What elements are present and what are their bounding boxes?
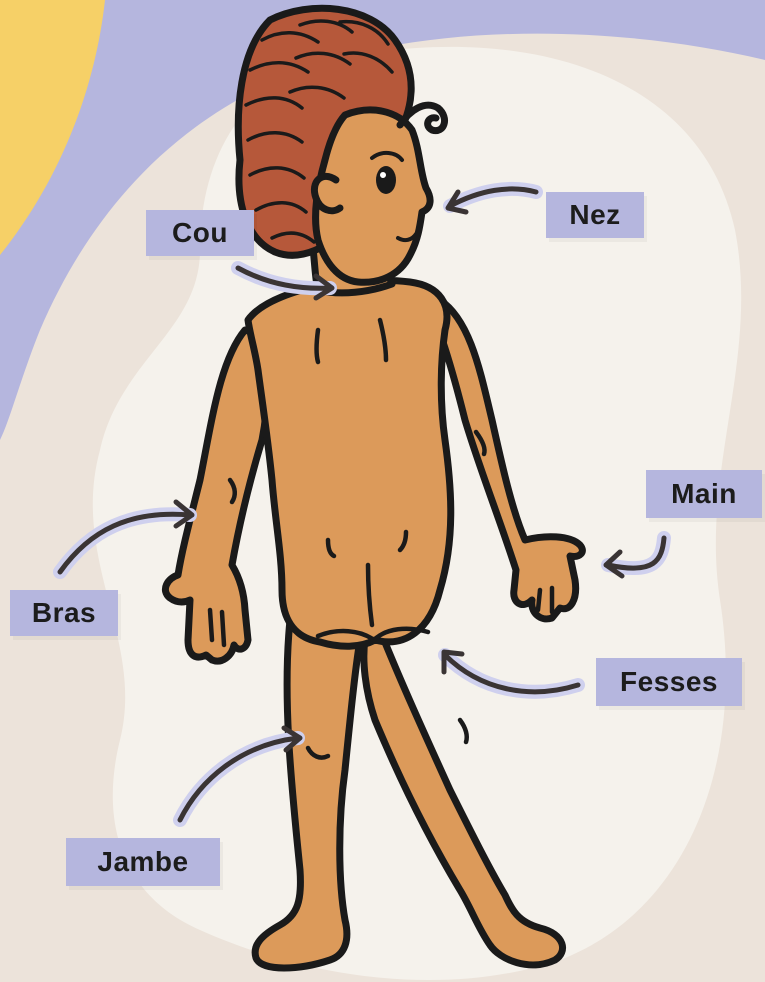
eye (376, 166, 396, 194)
label-fesses: Fesses (596, 658, 742, 706)
ear (314, 176, 340, 210)
label-nez: Nez (546, 192, 644, 238)
label-main: Main (646, 470, 762, 518)
label-cou: Cou (146, 210, 254, 256)
label-jambe: Jambe (66, 838, 220, 886)
label-bras: Bras (10, 590, 118, 636)
